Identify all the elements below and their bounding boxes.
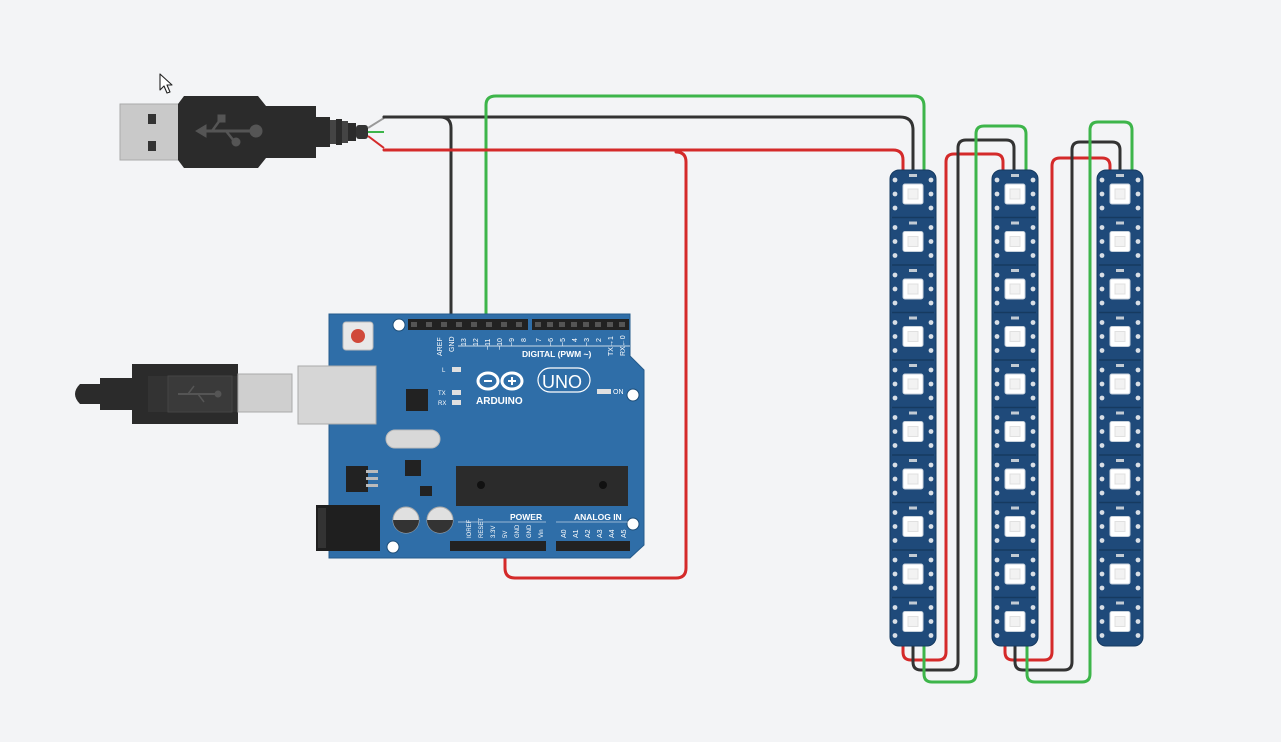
neopixel-led[interactable]	[892, 501, 934, 543]
pin-label-6: ~6	[548, 338, 555, 346]
analog-in-label: ANALOG IN	[574, 512, 622, 522]
neopixel-led[interactable]	[1099, 359, 1141, 401]
led-label-rx: RX	[438, 401, 446, 407]
on-label: ON	[613, 389, 624, 396]
pin-label-8: 8	[521, 338, 528, 342]
digital-pwm-label: DIGITAL (PWM ~)	[522, 349, 592, 359]
neopixel-led[interactable]	[892, 174, 934, 211]
pin-label-a2: A2	[585, 529, 592, 538]
pin-label-7: 7	[536, 338, 543, 342]
neopixel-led[interactable]	[994, 174, 1036, 211]
neopixel-led[interactable]	[1099, 454, 1141, 496]
pin-label-a3: A3	[597, 529, 604, 538]
neopixel-led[interactable]	[994, 406, 1036, 448]
neopixel-led[interactable]	[892, 216, 934, 258]
arduino-logo: ARDUINO	[476, 371, 524, 407]
wire-strip2-to-strip3-data[interactable]	[1025, 120, 1134, 684]
neopixel-led[interactable]	[892, 264, 934, 306]
pin-label-vin: Vin	[539, 529, 545, 538]
neopixel-led[interactable]	[994, 264, 1036, 306]
pin-label-gnd2: GND	[527, 524, 533, 538]
pin-label-10: ~10	[497, 338, 504, 350]
neopixel-led[interactable]	[994, 216, 1036, 258]
pin-label-ioref: IOREF	[467, 519, 473, 538]
neopixel-led[interactable]	[1099, 549, 1141, 591]
neopixel-led[interactable]	[1099, 311, 1141, 353]
pin-label-a5: A5	[621, 529, 628, 538]
wire-usb-gnd-to-strip1[interactable]	[382, 115, 915, 174]
wire-strip1-to-strip2-gnd[interactable]	[911, 138, 1016, 672]
neopixel-led[interactable]	[994, 549, 1036, 591]
neopixel-led[interactable]	[1099, 264, 1141, 306]
wire-usb-5v-to-strip1[interactable]	[382, 148, 905, 174]
wire-pin11-to-strip1-din[interactable]	[484, 94, 926, 324]
svg-text:ARDUINO: ARDUINO	[476, 396, 523, 407]
neopixel-led[interactable]	[994, 311, 1036, 353]
power-label: POWER	[510, 512, 542, 522]
neopixel-led[interactable]	[1099, 174, 1141, 211]
uno-label: UNO	[542, 372, 582, 392]
led-label-l: L	[442, 368, 446, 374]
pin-label-3v3: 3.3V	[491, 526, 497, 538]
usb-symbol-icon	[195, 114, 263, 147]
wire-arduino-5v[interactable]	[503, 150, 688, 580]
pin-label-12: 12	[473, 338, 480, 346]
pin-label-11: ~11	[485, 339, 492, 350]
pin-label-gnd: GND	[449, 336, 456, 352]
pin-label-aref: AREF	[437, 337, 444, 356]
pin-label-a4: A4	[609, 529, 616, 538]
neopixel-led[interactable]	[892, 359, 934, 401]
wire-strip2-to-strip3-5v[interactable]	[1003, 156, 1112, 662]
neopixel-led[interactable]	[994, 454, 1036, 496]
pin-label-5: ~5	[560, 338, 567, 346]
pin-label-a1: A1	[573, 529, 580, 538]
pin-label-9: ~9	[509, 338, 516, 346]
neopixel-strip-2[interactable]	[991, 169, 1039, 647]
neopixel-led[interactable]	[1099, 406, 1141, 448]
pin-label-13: 13	[461, 338, 468, 346]
usb-plug-icon[interactable]	[119, 96, 385, 168]
neopixel-led[interactable]	[892, 311, 934, 353]
pin-label-5v: 5V	[503, 531, 509, 538]
arduino-uno-board[interactable]: AREF GND 13 12 ~11 ~10 ~9 8 7 ~6 ~5 4 ~3…	[297, 313, 645, 559]
pin-label-gnd1: GND	[515, 524, 521, 538]
pin-label-reset: RESET	[479, 518, 485, 538]
pin-label-2: 2	[596, 338, 603, 342]
pin-label-a0: A0	[561, 529, 568, 538]
neopixel-led[interactable]	[994, 596, 1036, 638]
neopixel-led[interactable]	[892, 406, 934, 448]
neopixel-strip-1[interactable]	[889, 169, 937, 647]
led-label-tx: TX	[438, 391, 446, 397]
wire-usb-gnd-to-arduino-gnd[interactable]	[382, 115, 453, 324]
neopixel-led[interactable]	[1099, 216, 1141, 258]
neopixel-led[interactable]	[994, 359, 1036, 401]
mouse-pointer-icon	[159, 73, 173, 94]
usb-b-cable[interactable]	[75, 364, 293, 424]
wire-strip2-to-strip3-gnd[interactable]	[1013, 140, 1122, 672]
pin-label-3: ~3	[584, 338, 591, 346]
neopixel-led[interactable]	[892, 596, 934, 638]
pin-label-4: 4	[572, 338, 579, 342]
neopixel-led[interactable]	[892, 549, 934, 591]
neopixel-strip-3[interactable]	[1096, 169, 1144, 647]
neopixel-led[interactable]	[1099, 596, 1141, 638]
wire-strip1-to-strip2-5v[interactable]	[901, 152, 1005, 662]
neopixel-led[interactable]	[1099, 501, 1141, 543]
wire-strip1-to-strip2-data[interactable]	[922, 124, 1028, 684]
neopixel-led[interactable]	[994, 501, 1036, 543]
neopixel-led[interactable]	[892, 454, 934, 496]
